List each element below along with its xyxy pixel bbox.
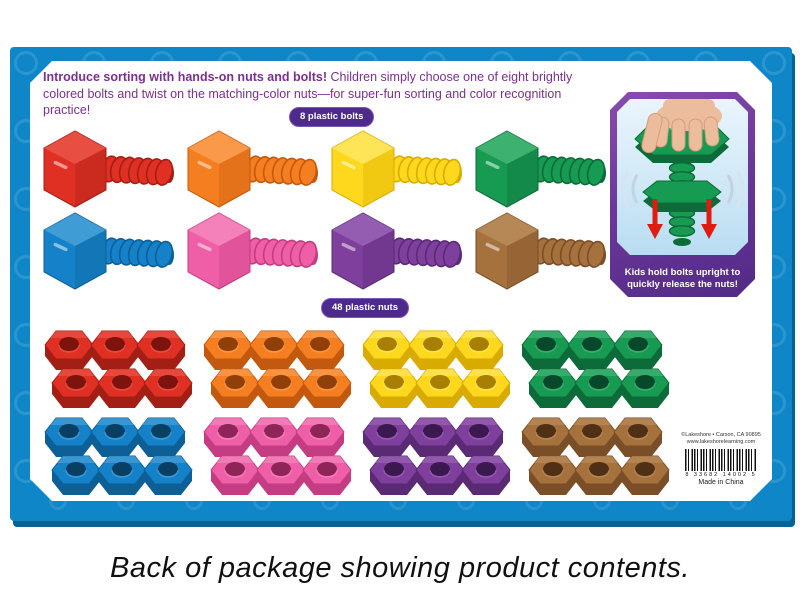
nut-group-brown [521,415,670,497]
nut-green [528,366,578,410]
nut-blue [90,415,140,459]
nut-blue [44,415,94,459]
nut-purple [408,415,458,459]
nut-pink [256,453,306,497]
nut-yellow [454,328,504,372]
nut-yellow [362,328,412,372]
bolt-red [42,130,174,208]
hand-holding-bolt-illustration [617,99,748,255]
bolts-count-badge: 8 plastic bolts [289,107,375,127]
bolt-blue [42,212,174,290]
bolt-orange [186,130,318,208]
nut-group-pink [203,415,352,497]
inset-demo-box: Kids hold bolts upright to quickly relea… [610,92,755,297]
inset-demo-window [617,99,748,255]
bolt-green [474,130,606,208]
nut-green [567,328,617,372]
nut-green [574,366,624,410]
package: Introduce sorting with hands-on nuts and… [10,47,792,521]
nut-yellow [408,328,458,372]
nut-purple [369,453,419,497]
nut-blue [51,453,101,497]
inset-caption-line1: Kids hold bolts upright to [624,267,741,279]
nut-yellow [415,366,465,410]
inset-caption-line2: quickly release the nuts! [627,279,738,291]
nut-pink [302,453,352,497]
nut-pink [295,415,345,459]
nut-red [143,366,193,410]
inset-caption: Kids hold bolts upright to quickly relea… [610,267,755,291]
legal-line2: www.lakeshorelearning.com [686,439,756,446]
nut-brown [613,415,663,459]
intro-text-rest: Children simply choose one of eight brig… [43,70,573,117]
nut-orange [249,328,299,372]
nut-red [44,328,94,372]
nut-red [90,328,140,372]
nut-blue [97,453,147,497]
bolt-yellow [330,130,462,208]
made-in-label: Made in China [698,479,744,487]
intro-text: Introduce sorting with hands-on nuts and… [43,69,599,119]
nut-red [136,328,186,372]
nut-orange [295,328,345,372]
nut-group-orange [203,328,352,410]
nut-green [613,328,663,372]
nut-brown [574,453,624,497]
nut-group-yellow [362,328,511,410]
legal-block: ©Lakeshore • Carson, CA 90895 www.lakesh… [670,432,772,486]
nuts-count-badge: 48 plastic nuts [321,298,409,318]
bolt-pink [186,212,318,290]
photo-caption: Back of package showing product contents… [110,552,690,584]
nut-yellow [461,366,511,410]
barcode-digits: 8 33682 14002 5 [685,472,757,479]
nut-group-green [521,328,670,410]
nut-yellow [369,366,419,410]
bolt-purple [330,212,462,290]
nut-purple [415,453,465,497]
nut-group-purple [362,415,511,497]
nut-red [51,366,101,410]
intro-text-bold: Introduce sorting with hands-on nuts and… [43,70,328,84]
nut-blue [136,415,186,459]
nut-pink [249,415,299,459]
nut-orange [256,366,306,410]
bolt-brown [474,212,606,290]
nut-orange [302,366,352,410]
nut-green [620,366,670,410]
nut-pink [210,453,260,497]
nut-blue [143,453,193,497]
barcode [685,449,757,472]
nut-pink [203,415,253,459]
nut-group-red [44,328,193,410]
nut-orange [203,328,253,372]
legal-line1: ©Lakeshore • Carson, CA 90895 [681,432,761,438]
nut-purple [454,415,504,459]
nut-orange [210,366,260,410]
nut-brown [521,415,571,459]
nut-brown [620,453,670,497]
nut-purple [461,453,511,497]
nut-brown [528,453,578,497]
nut-green [521,328,571,372]
nut-group-blue [44,415,193,497]
nut-purple [362,415,412,459]
nut-brown [567,415,617,459]
nut-red [97,366,147,410]
